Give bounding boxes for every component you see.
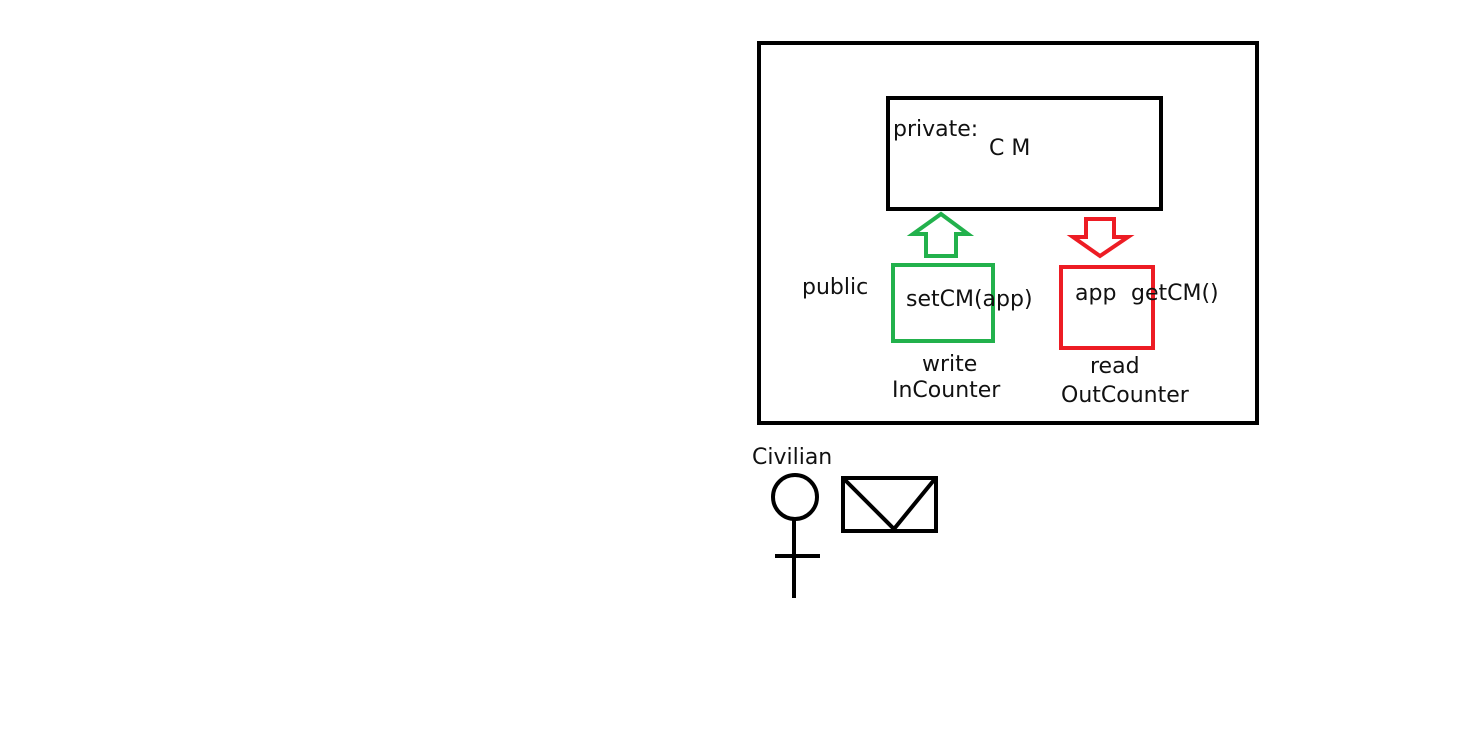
outer-boundary-box (757, 41, 1259, 425)
private-data-box (886, 96, 1163, 211)
write-counter-box (891, 263, 995, 343)
app-label: app (1075, 281, 1117, 306)
up-arrow-icon (906, 211, 975, 258)
setcm-method-label: setCM(app) (906, 287, 1033, 312)
envelope-icon (841, 476, 938, 533)
incounter-label: InCounter (892, 378, 1001, 403)
read-counter-box (1059, 265, 1155, 350)
outcounter-label: OutCounter (1061, 383, 1189, 408)
public-label: public (802, 275, 869, 300)
civilian-label: Civilian (752, 445, 833, 470)
down-arrow-icon (1066, 217, 1135, 259)
read-label: read (1090, 354, 1140, 379)
civilian-person-icon (771, 473, 820, 598)
getcm-method-label: getCM() (1131, 281, 1219, 306)
private-label: private: (893, 117, 979, 142)
cm-label: C M (989, 136, 1031, 161)
write-label: write (922, 352, 978, 377)
